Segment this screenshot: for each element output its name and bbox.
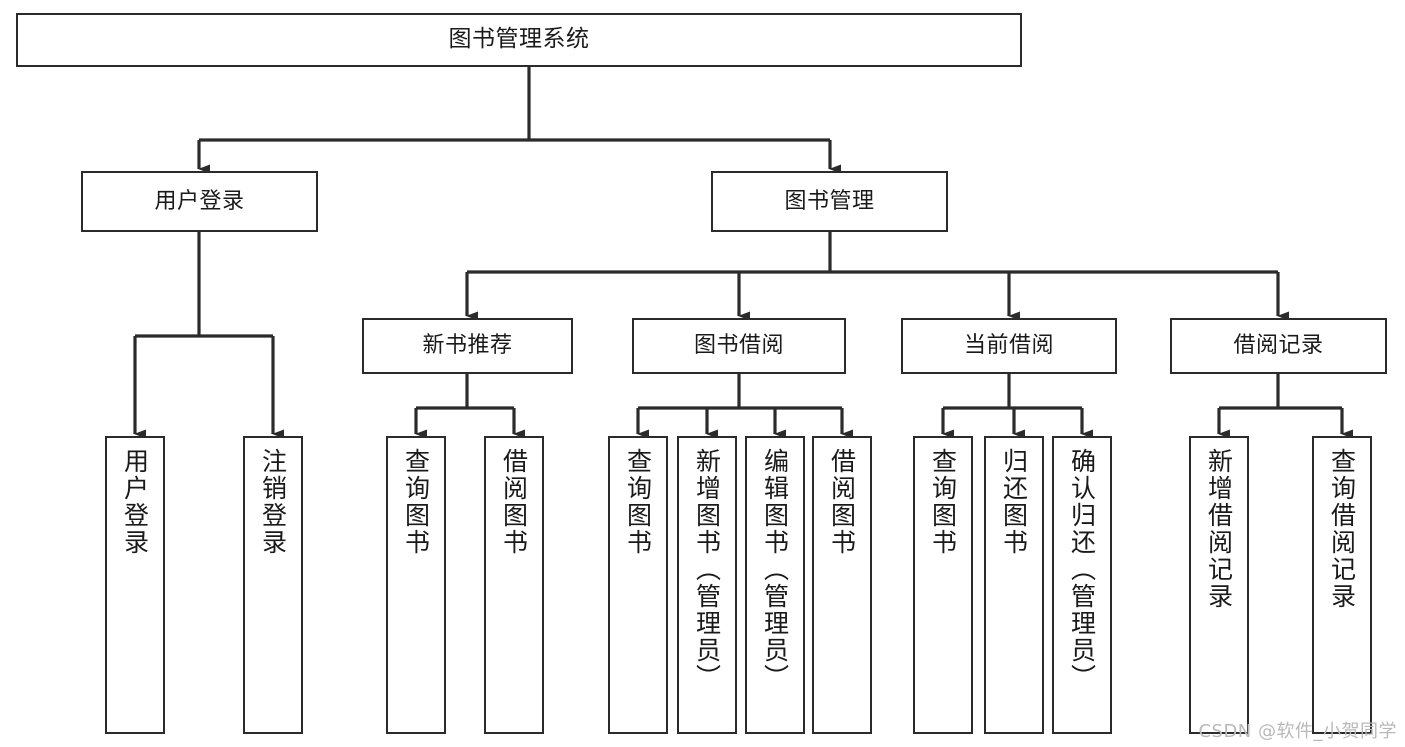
node-leaf-user-logout-label: 注销登录 (258, 448, 288, 556)
node-leaf-borrow-book-label: 借阅图书 (827, 448, 857, 556)
node-leaf-add-borrow-record[interactable]: 新增借阅记录 (1189, 436, 1249, 734)
node-new-book-recommend-label: 新书推荐 (422, 333, 513, 359)
node-leaf-return-book-label: 归还图书 (999, 448, 1029, 556)
node-leaf-user-logout[interactable]: 注销登录 (243, 436, 303, 734)
node-book-borrow[interactable]: 图书借阅 (632, 318, 846, 374)
node-leaf-query-book-recommend[interactable]: 查询图书 (386, 436, 446, 734)
edge-user-login-to-leaves (133, 232, 284, 439)
node-leaf-add-book[interactable]: 新增图书（管理员） (677, 436, 737, 734)
node-leaf-query-book-borrow[interactable]: 查询图书 (608, 436, 668, 734)
edge-borrow-record-to-leaves (1217, 374, 1353, 439)
node-leaf-add-book-label: 新增图书（管理员） (692, 448, 722, 691)
node-leaf-borrow-book[interactable]: 借阅图书 (812, 436, 872, 734)
edge-book-manage-to-level3 (465, 232, 1289, 321)
edge-new-book-rec-to-leaves (414, 374, 525, 439)
node-leaf-add-borrow-record-label: 新增借阅记录 (1204, 448, 1234, 610)
node-leaf-edit-book-label: 编辑图书（管理员） (760, 448, 790, 691)
node-leaf-user-login[interactable]: 用户登录 (105, 436, 165, 734)
node-borrow-record[interactable]: 借阅记录 (1170, 318, 1387, 374)
node-leaf-confirm-return-label: 确认归还（管理员） (1067, 448, 1097, 691)
node-current-borrow[interactable]: 当前借阅 (901, 318, 1117, 374)
node-root[interactable]: 图书管理系统 (16, 13, 1022, 67)
node-leaf-edit-book[interactable]: 编辑图书（管理员） (745, 436, 805, 734)
node-leaf-query-book-current[interactable]: 查询图书 (913, 436, 973, 734)
node-leaf-user-login-label: 用户登录 (120, 448, 150, 556)
node-user-login[interactable]: 用户登录 (81, 171, 318, 232)
node-book-manage-label: 图书管理 (784, 188, 875, 214)
edge-current-borrow-to-leaves (941, 374, 1093, 439)
node-book-borrow-label: 图书借阅 (693, 333, 784, 359)
node-book-manage[interactable]: 图书管理 (711, 171, 948, 232)
node-new-book-recommend[interactable]: 新书推荐 (362, 318, 573, 374)
edge-root-to-level2 (197, 67, 841, 174)
node-leaf-confirm-return[interactable]: 确认归还（管理员） (1052, 436, 1112, 734)
node-leaf-query-book-current-label: 查询图书 (928, 448, 958, 556)
csdn-watermark: CSDN @软件_小贺同学 (1198, 721, 1397, 742)
node-current-borrow-label: 当前借阅 (963, 333, 1054, 359)
node-leaf-query-borrow-record-label: 查询借阅记录 (1327, 448, 1357, 610)
node-leaf-borrow-book-recommend[interactable]: 借阅图书 (484, 436, 544, 734)
node-leaf-query-book-recommend-label: 查询图书 (401, 448, 431, 556)
edge-book-borrow-to-leaves (636, 374, 853, 439)
node-leaf-borrow-book-recommend-label: 借阅图书 (499, 448, 529, 556)
node-leaf-query-borrow-record[interactable]: 查询借阅记录 (1312, 436, 1372, 734)
node-root-label: 图书管理系统 (448, 26, 590, 53)
node-borrow-record-label: 借阅记录 (1233, 333, 1324, 359)
node-leaf-return-book[interactable]: 归还图书 (984, 436, 1044, 734)
node-leaf-query-book-borrow-label: 查询图书 (623, 448, 653, 556)
node-user-login-label: 用户登录 (154, 188, 245, 214)
